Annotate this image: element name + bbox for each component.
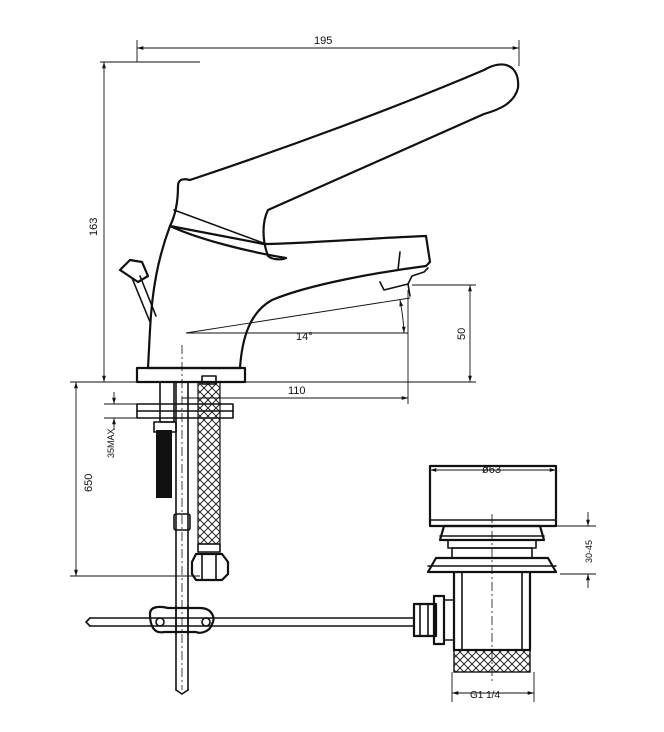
dim-overall-width: 195 — [136, 35, 520, 66]
dim-waste-depth-label: 30-45 — [584, 540, 594, 563]
dim-hose-length: 650 — [70, 381, 200, 577]
popup-waste — [412, 464, 558, 673]
dim-overall-height-label: 163 — [88, 218, 100, 236]
dim-spout-angle: 14° — [185, 297, 411, 343]
dim-spout-reach-label: 110 — [288, 385, 306, 397]
dim-deck-thickness-label: 35MAX — [106, 428, 116, 458]
dim-overall-height: 163 — [88, 61, 200, 383]
dim-waste-thread-label: G1 1/4 — [470, 690, 500, 701]
flexible-hose — [190, 375, 230, 582]
faucet-body — [118, 63, 520, 384]
dim-hose-length-label: 650 — [83, 474, 95, 492]
dim-spout-angle-label: 14° — [296, 331, 313, 343]
dim-waste-depth: 30-45 — [556, 512, 596, 588]
popup-linkage — [85, 605, 415, 635]
dim-waste-thread: G1 1/4 — [451, 672, 535, 702]
center-lines — [181, 345, 493, 690]
dim-outlet-height-label: 50 — [456, 328, 468, 340]
dim-outlet-height: 50 — [240, 284, 476, 383]
dim-deck-thickness: 35MAX — [104, 392, 137, 458]
dim-overall-width-label: 195 — [314, 35, 332, 47]
deck-mounting — [136, 381, 234, 695]
